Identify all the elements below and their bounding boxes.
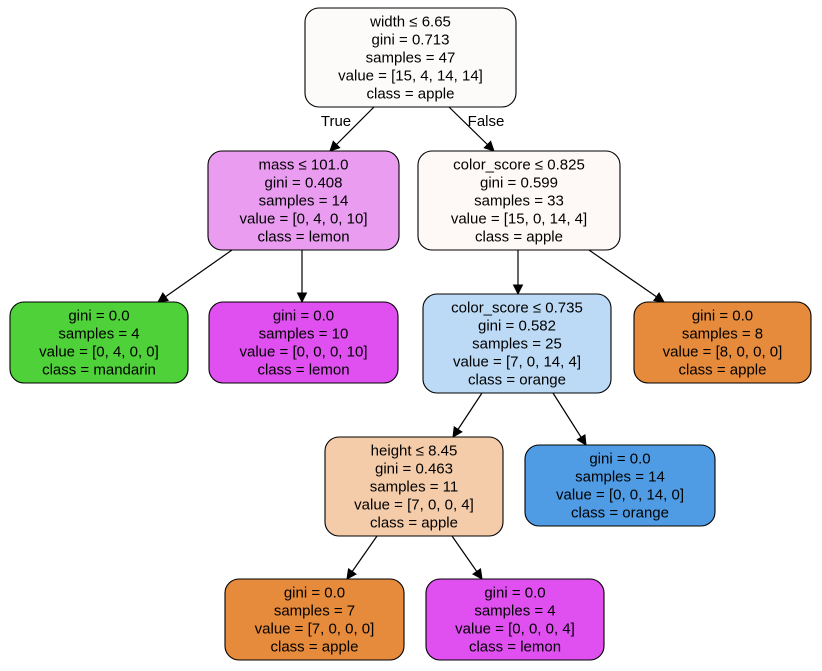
node-line: gini = 0.713: [372, 32, 450, 49]
node-box: [9, 301, 189, 384]
node-line: class = orange: [468, 372, 566, 389]
node-box: [425, 578, 605, 661]
node-line: value = [7, 0, 14, 4]: [453, 354, 581, 371]
tree-edge-n_height-to-n_lemon2: [451, 535, 483, 580]
node-line: gini = 0.0: [484, 585, 545, 602]
node-line: samples = 4: [58, 326, 139, 343]
node-line: value = [0, 4, 0, 10]: [239, 211, 367, 228]
node-line: gini = 0.463: [375, 461, 453, 478]
tree-edge-n_color1-to-n_apple1: [588, 249, 665, 303]
node-box: [207, 150, 400, 251]
node-line: gini = 0.0: [273, 308, 334, 325]
node-line: value = [15, 4, 14, 14]: [338, 68, 483, 85]
node-line: samples = 33: [474, 193, 564, 210]
node-line: samples = 25: [472, 336, 562, 353]
node-line: color_score ≤ 0.825: [453, 157, 585, 174]
node-line: height ≤ 8.45: [371, 443, 458, 460]
node-line: class = orange: [571, 505, 669, 522]
node-line: gini = 0.582: [478, 318, 556, 335]
node-line: samples = 7: [274, 603, 355, 620]
node-line: class = apple: [271, 639, 359, 656]
node-line: class = lemon: [469, 639, 561, 656]
node-line: gini = 0.0: [692, 308, 753, 325]
node-line: width ≤ 6.65: [369, 14, 451, 31]
node-line: value = [0, 0, 0, 10]: [239, 344, 367, 361]
node-box: [633, 301, 812, 384]
node-box: [208, 301, 399, 384]
node-box: [422, 293, 612, 394]
node-line: gini = 0.0: [68, 308, 129, 325]
node-line: value = [7, 0, 0, 4]: [354, 497, 474, 514]
tree-edge-n_color2-to-n_height: [452, 392, 483, 438]
tree-edge-root-to-n_mass: [329, 106, 375, 152]
tree-edge-n_mass-to-n_mandarin: [157, 249, 233, 303]
node-line: gini = 0.599: [480, 175, 558, 192]
edge-label-true: True: [321, 113, 351, 130]
node-line: samples = 8: [682, 326, 763, 343]
tree-edge-root-to-n_color1: [448, 106, 495, 152]
node-box: [417, 150, 621, 251]
node-box: [224, 578, 405, 661]
node-line: samples = 47: [366, 50, 456, 67]
node-line: gini = 0.0: [589, 451, 650, 468]
tree-edge-n_height-to-n_apple2: [346, 535, 378, 580]
node-line: value = [15, 0, 14, 4]: [451, 211, 587, 228]
node-line: gini = 0.0: [284, 585, 345, 602]
node-line: samples = 14: [575, 469, 665, 486]
node-line: class = apple: [367, 86, 455, 103]
node-line: value = [8, 0, 0, 0]: [663, 344, 783, 361]
node-line: samples = 4: [474, 603, 555, 620]
node-line: gini = 0.408: [265, 175, 343, 192]
node-line: class = mandarin: [42, 362, 156, 379]
node-line: class = apple: [679, 362, 767, 379]
node-box: [324, 436, 504, 537]
node-line: class = apple: [475, 229, 563, 246]
node-box: [304, 7, 517, 108]
node-box: [524, 444, 716, 527]
edge-label-false: False: [468, 113, 505, 130]
node-line: class = lemon: [257, 362, 349, 379]
node-line: value = [0, 4, 0, 0]: [39, 344, 159, 361]
node-line: value = [0, 0, 0, 4]: [455, 621, 575, 638]
node-line: samples = 14: [259, 193, 349, 210]
node-line: mass ≤ 101.0: [259, 157, 349, 174]
node-line: samples = 10: [259, 326, 349, 343]
node-line: class = lemon: [257, 229, 349, 246]
node-line: value = [0, 0, 14, 0]: [556, 487, 684, 504]
node-line: samples = 11: [370, 479, 459, 496]
node-line: class = apple: [370, 515, 458, 532]
tree-edge-n_color2-to-n_orange: [552, 392, 587, 446]
node-line: color_score ≤ 0.735: [451, 300, 583, 317]
node-line: value = [7, 0, 0, 0]: [255, 621, 375, 638]
